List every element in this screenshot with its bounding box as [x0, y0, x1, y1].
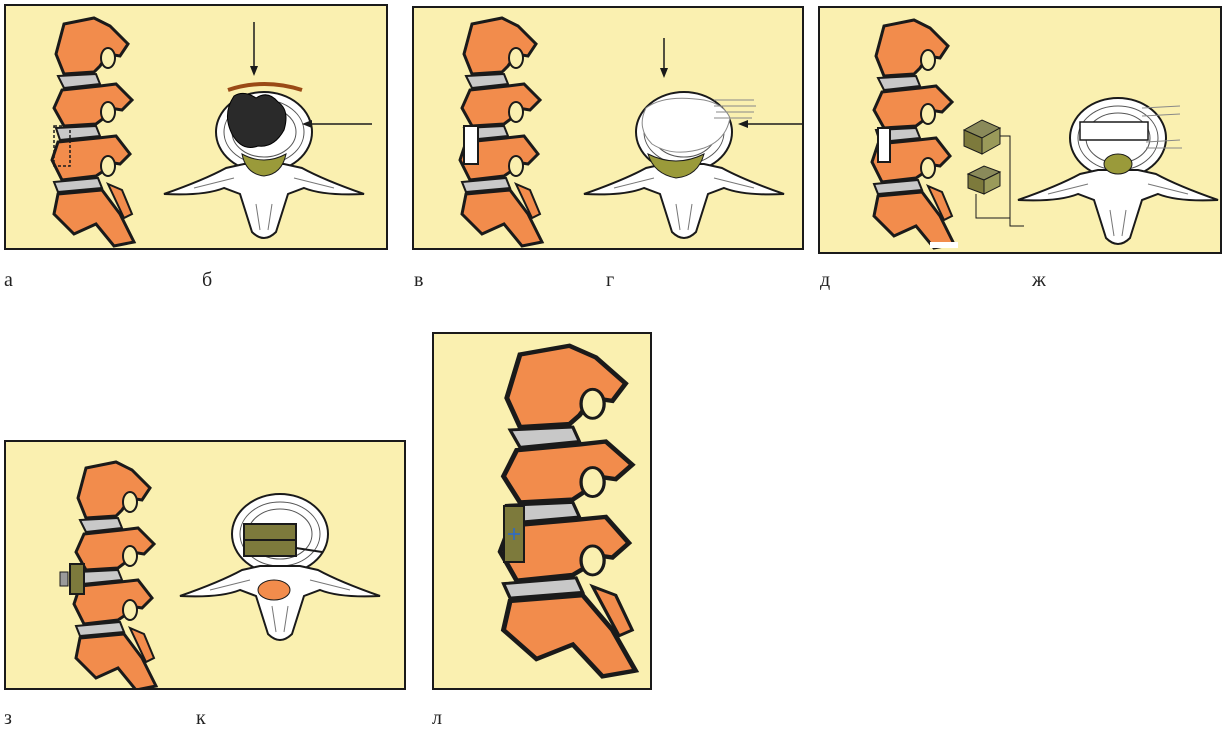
lumbar-spine-sagittal-icon [74, 462, 156, 688]
panel-v-g-drawing [414, 8, 802, 248]
vertebra-axial-icon [180, 494, 380, 640]
panel-z-k-drawing [6, 442, 404, 688]
implant-slot [1080, 122, 1148, 140]
implant-target-zone [1024, 220, 1040, 240]
label-g: г [606, 270, 614, 290]
panel-d-zh [818, 6, 1222, 254]
spinal-canal [1104, 154, 1132, 174]
label-d: д [820, 270, 830, 290]
panel-a-b-drawing [6, 6, 386, 248]
label-v: в [414, 270, 423, 290]
spinal-canal [258, 580, 290, 600]
panel-z-k [4, 440, 406, 690]
label-a: а [4, 270, 13, 290]
dorsal-cap [228, 84, 302, 90]
arrow-head [660, 68, 668, 78]
label-k: к [196, 708, 206, 728]
label-b: б [202, 270, 212, 290]
panel-a-b [4, 4, 388, 250]
arrow-head [738, 120, 748, 128]
implant-plate [60, 572, 68, 586]
panel-v-g [412, 6, 804, 250]
label-l: л [432, 708, 442, 728]
label-zh: ж [1032, 270, 1046, 290]
panel-l [432, 332, 652, 690]
disc-herniation-fill [227, 93, 286, 147]
arrow-head [250, 66, 258, 76]
implant-block-icon [968, 166, 1000, 194]
scale-marker [930, 242, 958, 248]
label-z: з [4, 708, 12, 728]
lumbar-spine-sagittal-icon [52, 18, 134, 246]
implant-block-icon [964, 120, 1000, 154]
resected-disc-window [878, 128, 890, 162]
implant-block-icon [70, 564, 84, 594]
panel-d-zh-drawing [820, 8, 1220, 252]
resected-disc-window [464, 126, 478, 164]
panel-l-drawing [434, 334, 650, 688]
